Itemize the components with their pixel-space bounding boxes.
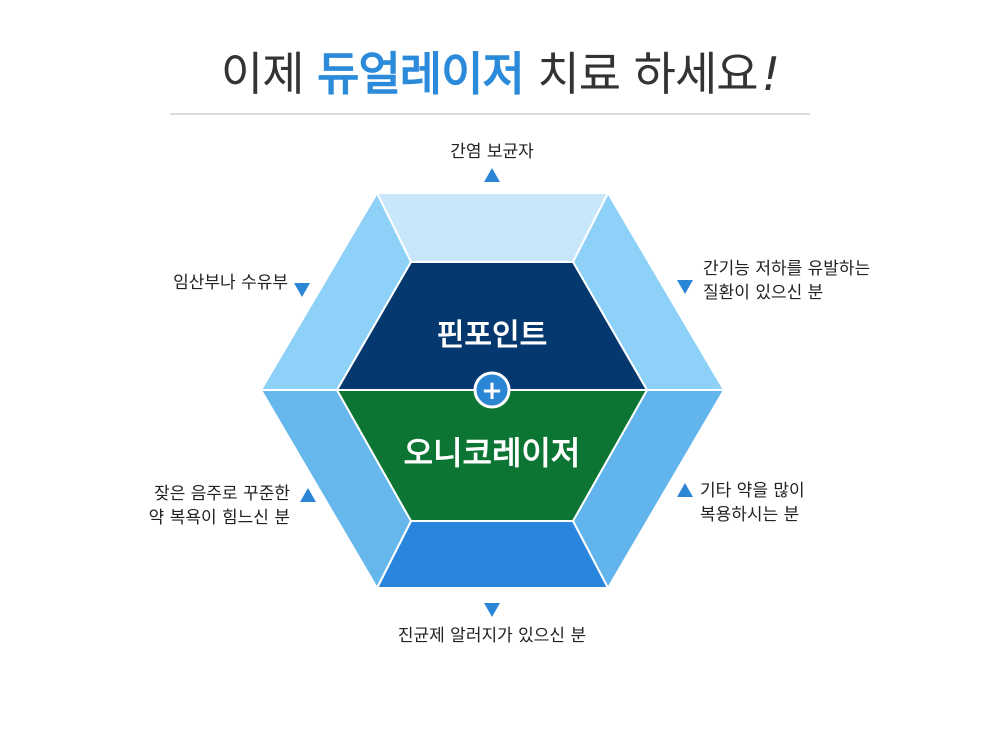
title-divider [170,113,810,115]
label-bottom-left-line2: 약 복욕이 힘느신 분 [148,508,290,528]
label-top-right-line1: 간기능 저하를 유발하는 [703,259,871,279]
arrow-down-icon [294,283,310,297]
label-top-right-line2: 질환이 있으신 분 [703,283,824,303]
label-bottom-right-line1: 기타 약을 많이 [700,481,805,501]
label-bottom: 진균제 알러지가 있으신 분 [397,626,587,646]
plus-icon: + [481,376,503,406]
title-accent: 듀얼레이저 [317,47,525,101]
onycholaser-label: 오니코레이저 [404,434,581,472]
hex-face-top [375,192,610,263]
title-part1: 이제 [220,47,305,101]
hex-face-bottom [375,520,610,589]
arrow-up-icon [677,483,693,497]
label-bottom-left-line1: 잦은 음주로 꾸준한 [154,484,290,504]
arrow-down-icon [484,603,500,617]
plus-badge [473,371,511,409]
arrow-down-icon [677,280,693,294]
label-top-right: 간기능 저하를 유발하는 질환이 있으신 분 [703,257,870,305]
label-bottom-right-line2: 복용하시는 분 [700,505,800,525]
label-top: 간염 보균자 [450,142,534,162]
title-mark: ! [761,47,780,101]
inner-bottom-onycholaser [335,389,649,522]
label-top-left: 임산부나 수유부 [173,273,288,293]
title-part2: 치료 하세요 [537,47,758,101]
label-bottom-left: 잦은 음주로 꾸준한 약 복욕이 힘느신 분 [60,482,290,530]
page-title: 이제 듀얼레이저 치료 하세요! [0,38,1000,104]
label-bottom-right: 기타 약을 많이 복용하시는 분 [700,479,805,527]
arrow-up-icon [300,488,316,502]
arrow-up-icon [484,168,500,182]
pinpoint-label: 핀포인트 [437,318,547,353]
